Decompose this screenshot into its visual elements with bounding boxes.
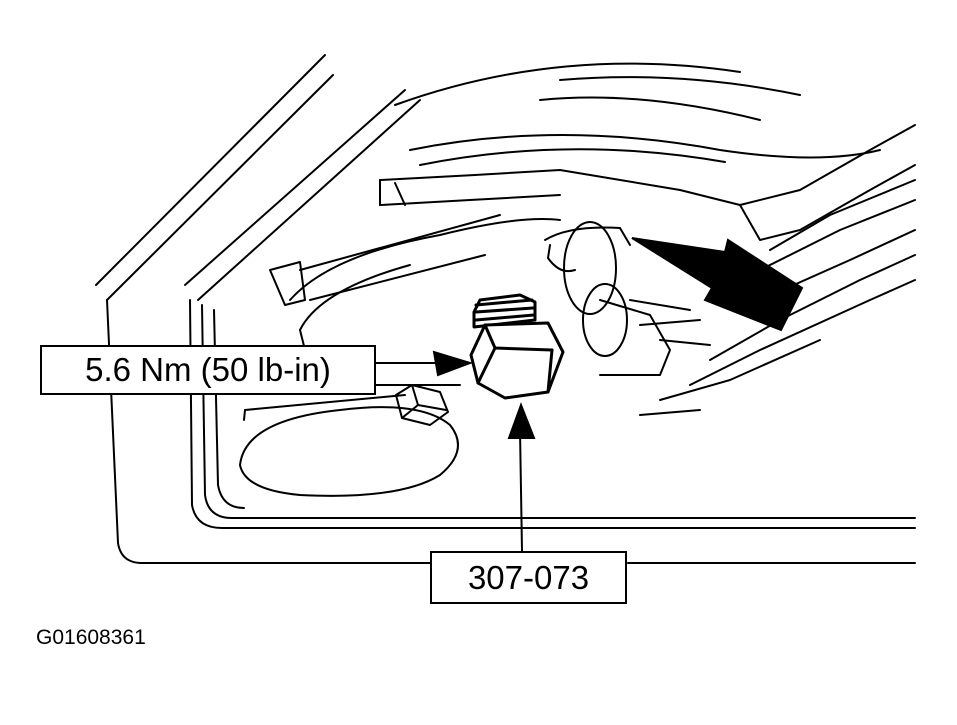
pointer-arrow-icon bbox=[432, 350, 474, 377]
magnet-feature bbox=[544, 221, 711, 376]
drain-plug-icon bbox=[469, 293, 565, 400]
transmission-case-lines bbox=[379, 62, 916, 416]
callout-leaders bbox=[375, 362, 523, 552]
figure-id: G01608361 bbox=[36, 626, 146, 649]
pointer-arrow-icon bbox=[507, 402, 536, 439]
location-arrow-icon bbox=[631, 237, 804, 332]
sump-oval bbox=[239, 406, 459, 497]
pan-inner-walls bbox=[184, 89, 916, 529]
torque-spec-callout: 5.6 Nm (50 lb-in) bbox=[40, 345, 376, 395]
pan-outer-rim bbox=[95, 54, 916, 564]
tool-number-callout: 307-073 bbox=[430, 551, 627, 604]
